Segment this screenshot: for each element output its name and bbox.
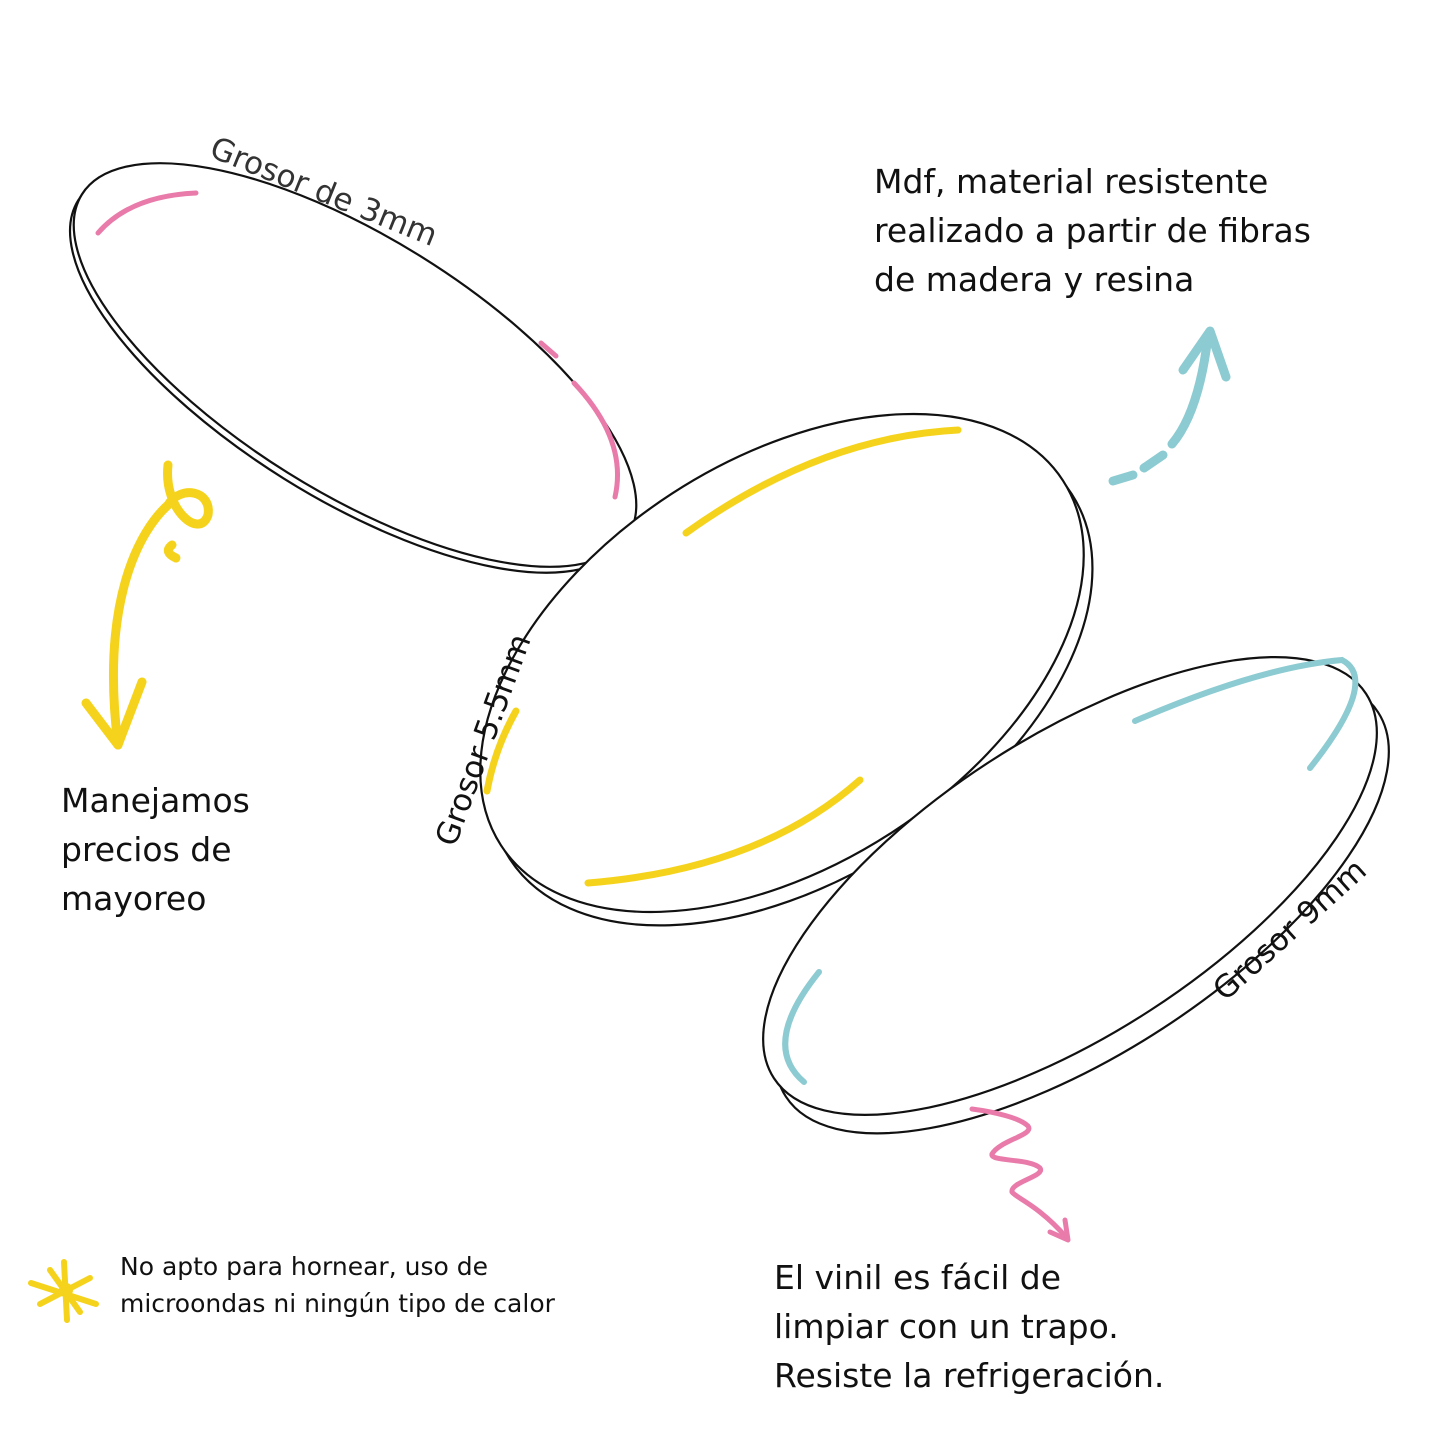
vinyl-note-line: limpiar con un trapo. [774, 1307, 1119, 1346]
mdf-note-line: de madera y resina [874, 260, 1195, 299]
teal-accent-strokes [782, 656, 1359, 1085]
yellow-loop-arrow-icon [81, 460, 213, 750]
teal-dashed-arrow-icon [1108, 326, 1231, 486]
wholesale-note: Manejamos precios de mayoreo [61, 776, 250, 923]
vinyl-note-line: Resiste la refrigeración. [774, 1356, 1165, 1395]
warning-note-line: microondas ni ningún tipo de calor [120, 1289, 555, 1318]
warning-note-line: No apto para hornear, uso de [120, 1252, 488, 1281]
wholesale-note-line: mayoreo [61, 879, 207, 918]
disc-9mm [762, 656, 1390, 1135]
wholesale-note-line: Manejamos [61, 781, 250, 820]
mdf-note-line: realizado a partir de fibras [874, 211, 1311, 250]
pink-accent-strokes [95, 190, 620, 500]
vinyl-note: El vinil es fácil de limpiar con un trap… [774, 1253, 1164, 1400]
mdf-note: Mdf, material resistente realizado a par… [874, 157, 1311, 304]
disc-3mm [68, 162, 638, 574]
yellow-accent-strokes [483, 426, 962, 887]
vinyl-note-line: El vinil es fácil de [774, 1258, 1061, 1297]
sparkle-star-icon [28, 1259, 99, 1323]
warning-note: No apto para hornear, uso de microondas … [120, 1248, 555, 1322]
mdf-note-line: Mdf, material resistente [874, 162, 1269, 201]
pink-squiggle-arrow-icon [969, 1106, 1071, 1243]
wholesale-note-line: precios de [61, 830, 232, 869]
